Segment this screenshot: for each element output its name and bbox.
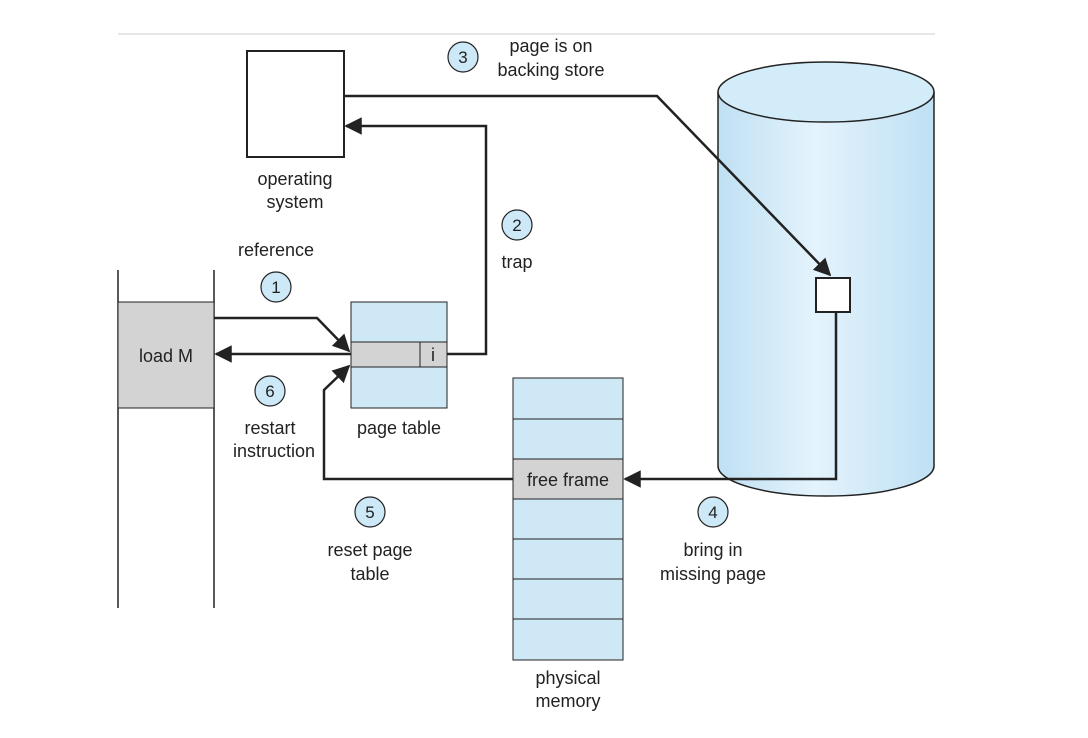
os-label-line2: system: [266, 192, 323, 212]
load-instruction-label: load M: [139, 346, 193, 366]
step-1-label: reference: [238, 240, 314, 260]
step-3-label-line1: page is on: [509, 36, 592, 56]
step-6-marker: 6: [254, 375, 286, 407]
arrow-bring-in-page: [623, 312, 838, 488]
step-4-marker: 4: [697, 496, 729, 528]
free-frame-label: free frame: [527, 470, 609, 490]
step-4-number: 4: [708, 503, 717, 522]
page-table-entry: [350, 341, 448, 368]
step-3-marker: 3: [447, 41, 479, 73]
step-1-number: 1: [271, 278, 280, 297]
arrow-reset-page-table: [322, 364, 513, 481]
step-4-label-line1: bring in: [683, 540, 742, 560]
operating-system-box: [246, 50, 345, 158]
step-5-number: 5: [365, 503, 374, 522]
step-6-label-line2: instruction: [233, 441, 315, 461]
physical-memory-label-line1: physical: [535, 668, 600, 688]
step-2-number: 2: [512, 216, 521, 235]
step-6-label-line1: restart: [244, 418, 295, 438]
arrow-page-on-backing-store: [344, 94, 832, 277]
step-5-label-line2: table: [350, 564, 389, 584]
step-3-number: 3: [458, 48, 467, 67]
step-5-marker: 5: [354, 496, 386, 528]
arrow-reference: [214, 316, 351, 353]
missing-page-box: [815, 277, 851, 313]
page-table-label: page table: [357, 418, 441, 438]
arrow-trap: [344, 117, 488, 356]
step-3-label-line2: backing store: [497, 60, 604, 80]
step-2-label: trap: [501, 252, 532, 272]
free-frame-box: [512, 458, 624, 500]
backing-store-top: [717, 61, 935, 123]
step-1-marker: 1: [260, 271, 292, 303]
os-label-line1: operating: [257, 169, 332, 189]
step-5-label-line1: reset page: [327, 540, 412, 560]
physical-memory: [512, 377, 624, 661]
load-instruction-box: [117, 301, 215, 409]
step-4-label-line2: missing page: [660, 564, 766, 584]
step-2-marker: 2: [501, 209, 533, 241]
step-6-number: 6: [265, 382, 274, 401]
physical-memory-label-line2: memory: [535, 691, 600, 711]
invalid-bit: i: [431, 345, 435, 365]
